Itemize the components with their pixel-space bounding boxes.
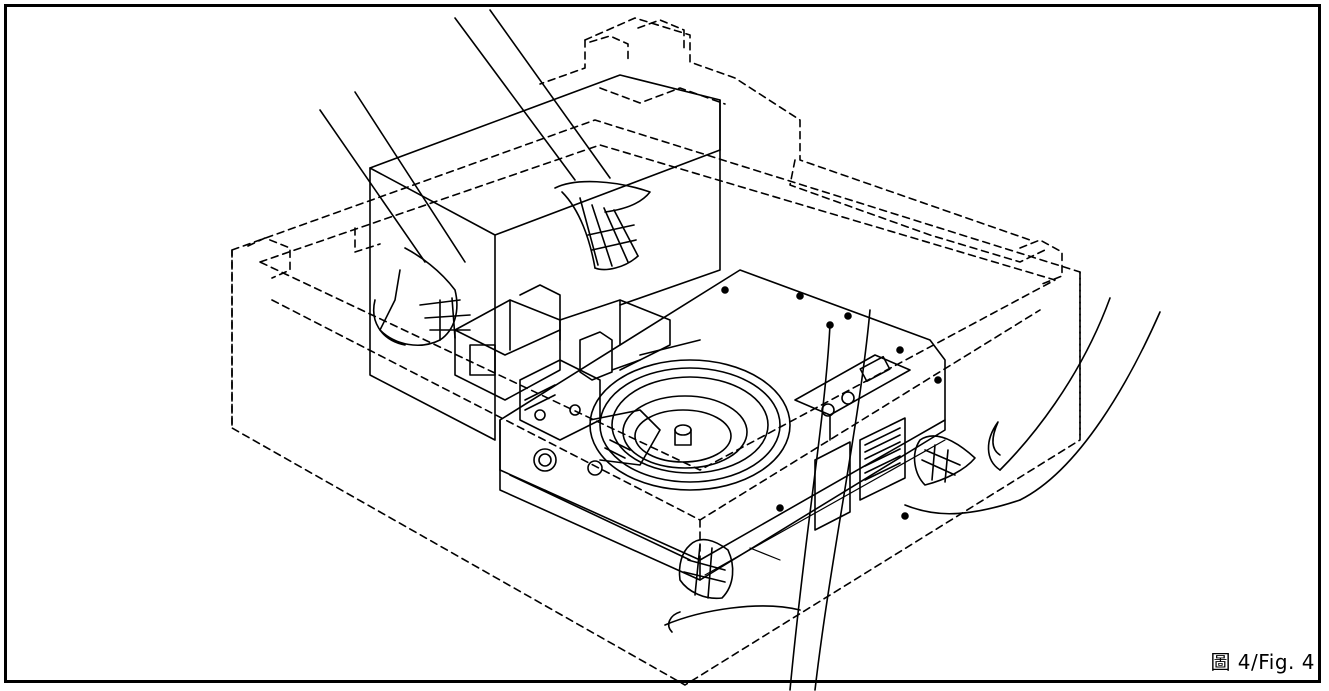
lifting-hands (319, 9, 1161, 691)
machine-base (499, 269, 946, 581)
vibratory-bowl (589, 339, 791, 491)
packing-box (369, 74, 721, 441)
packaging-crate-outline (231, 17, 1081, 686)
feeder-mechanism (454, 284, 671, 466)
base-edge-details (544, 439, 946, 576)
figure-caption: 圖 4/Fig. 4 (1210, 650, 1315, 674)
figure-frame (4, 4, 1321, 683)
